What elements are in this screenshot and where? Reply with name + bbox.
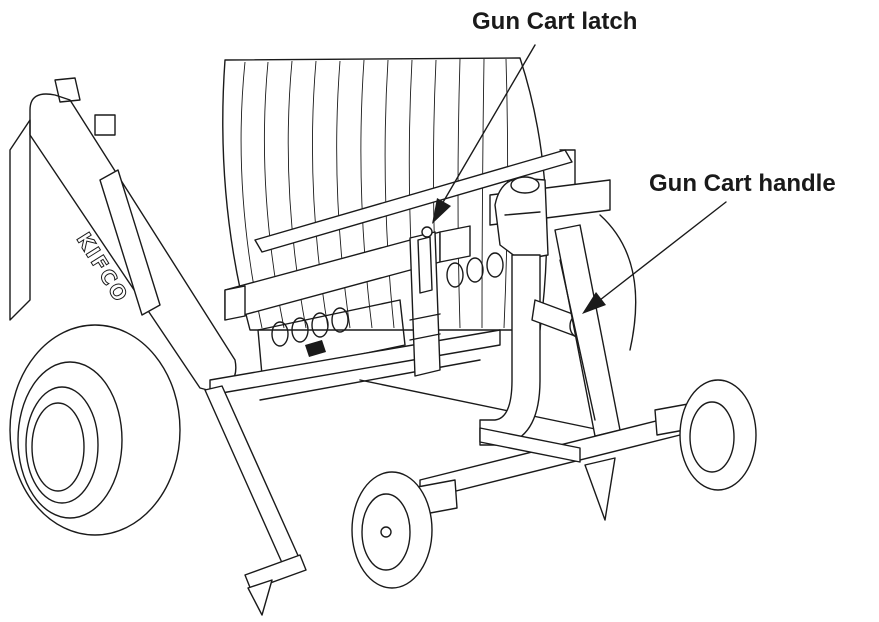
latch-arrow xyxy=(432,44,536,224)
left-tire xyxy=(9,324,181,536)
left-arm xyxy=(9,77,237,393)
gun-cart-latch-assembly xyxy=(409,226,441,377)
roller-assembly xyxy=(257,252,504,376)
valve xyxy=(494,176,549,261)
left-stake xyxy=(204,385,307,616)
right-rear-tire xyxy=(599,214,637,351)
gun-cart-handle-label: Gun Cart handle xyxy=(649,170,836,197)
right-stake xyxy=(584,457,616,521)
handle-arrow xyxy=(582,201,727,314)
cart-wheel-right xyxy=(679,379,757,491)
cart-axle xyxy=(411,399,713,517)
gun-cart-latch-label: Gun Cart latch xyxy=(472,8,638,35)
cart-wheel-left xyxy=(351,471,433,589)
